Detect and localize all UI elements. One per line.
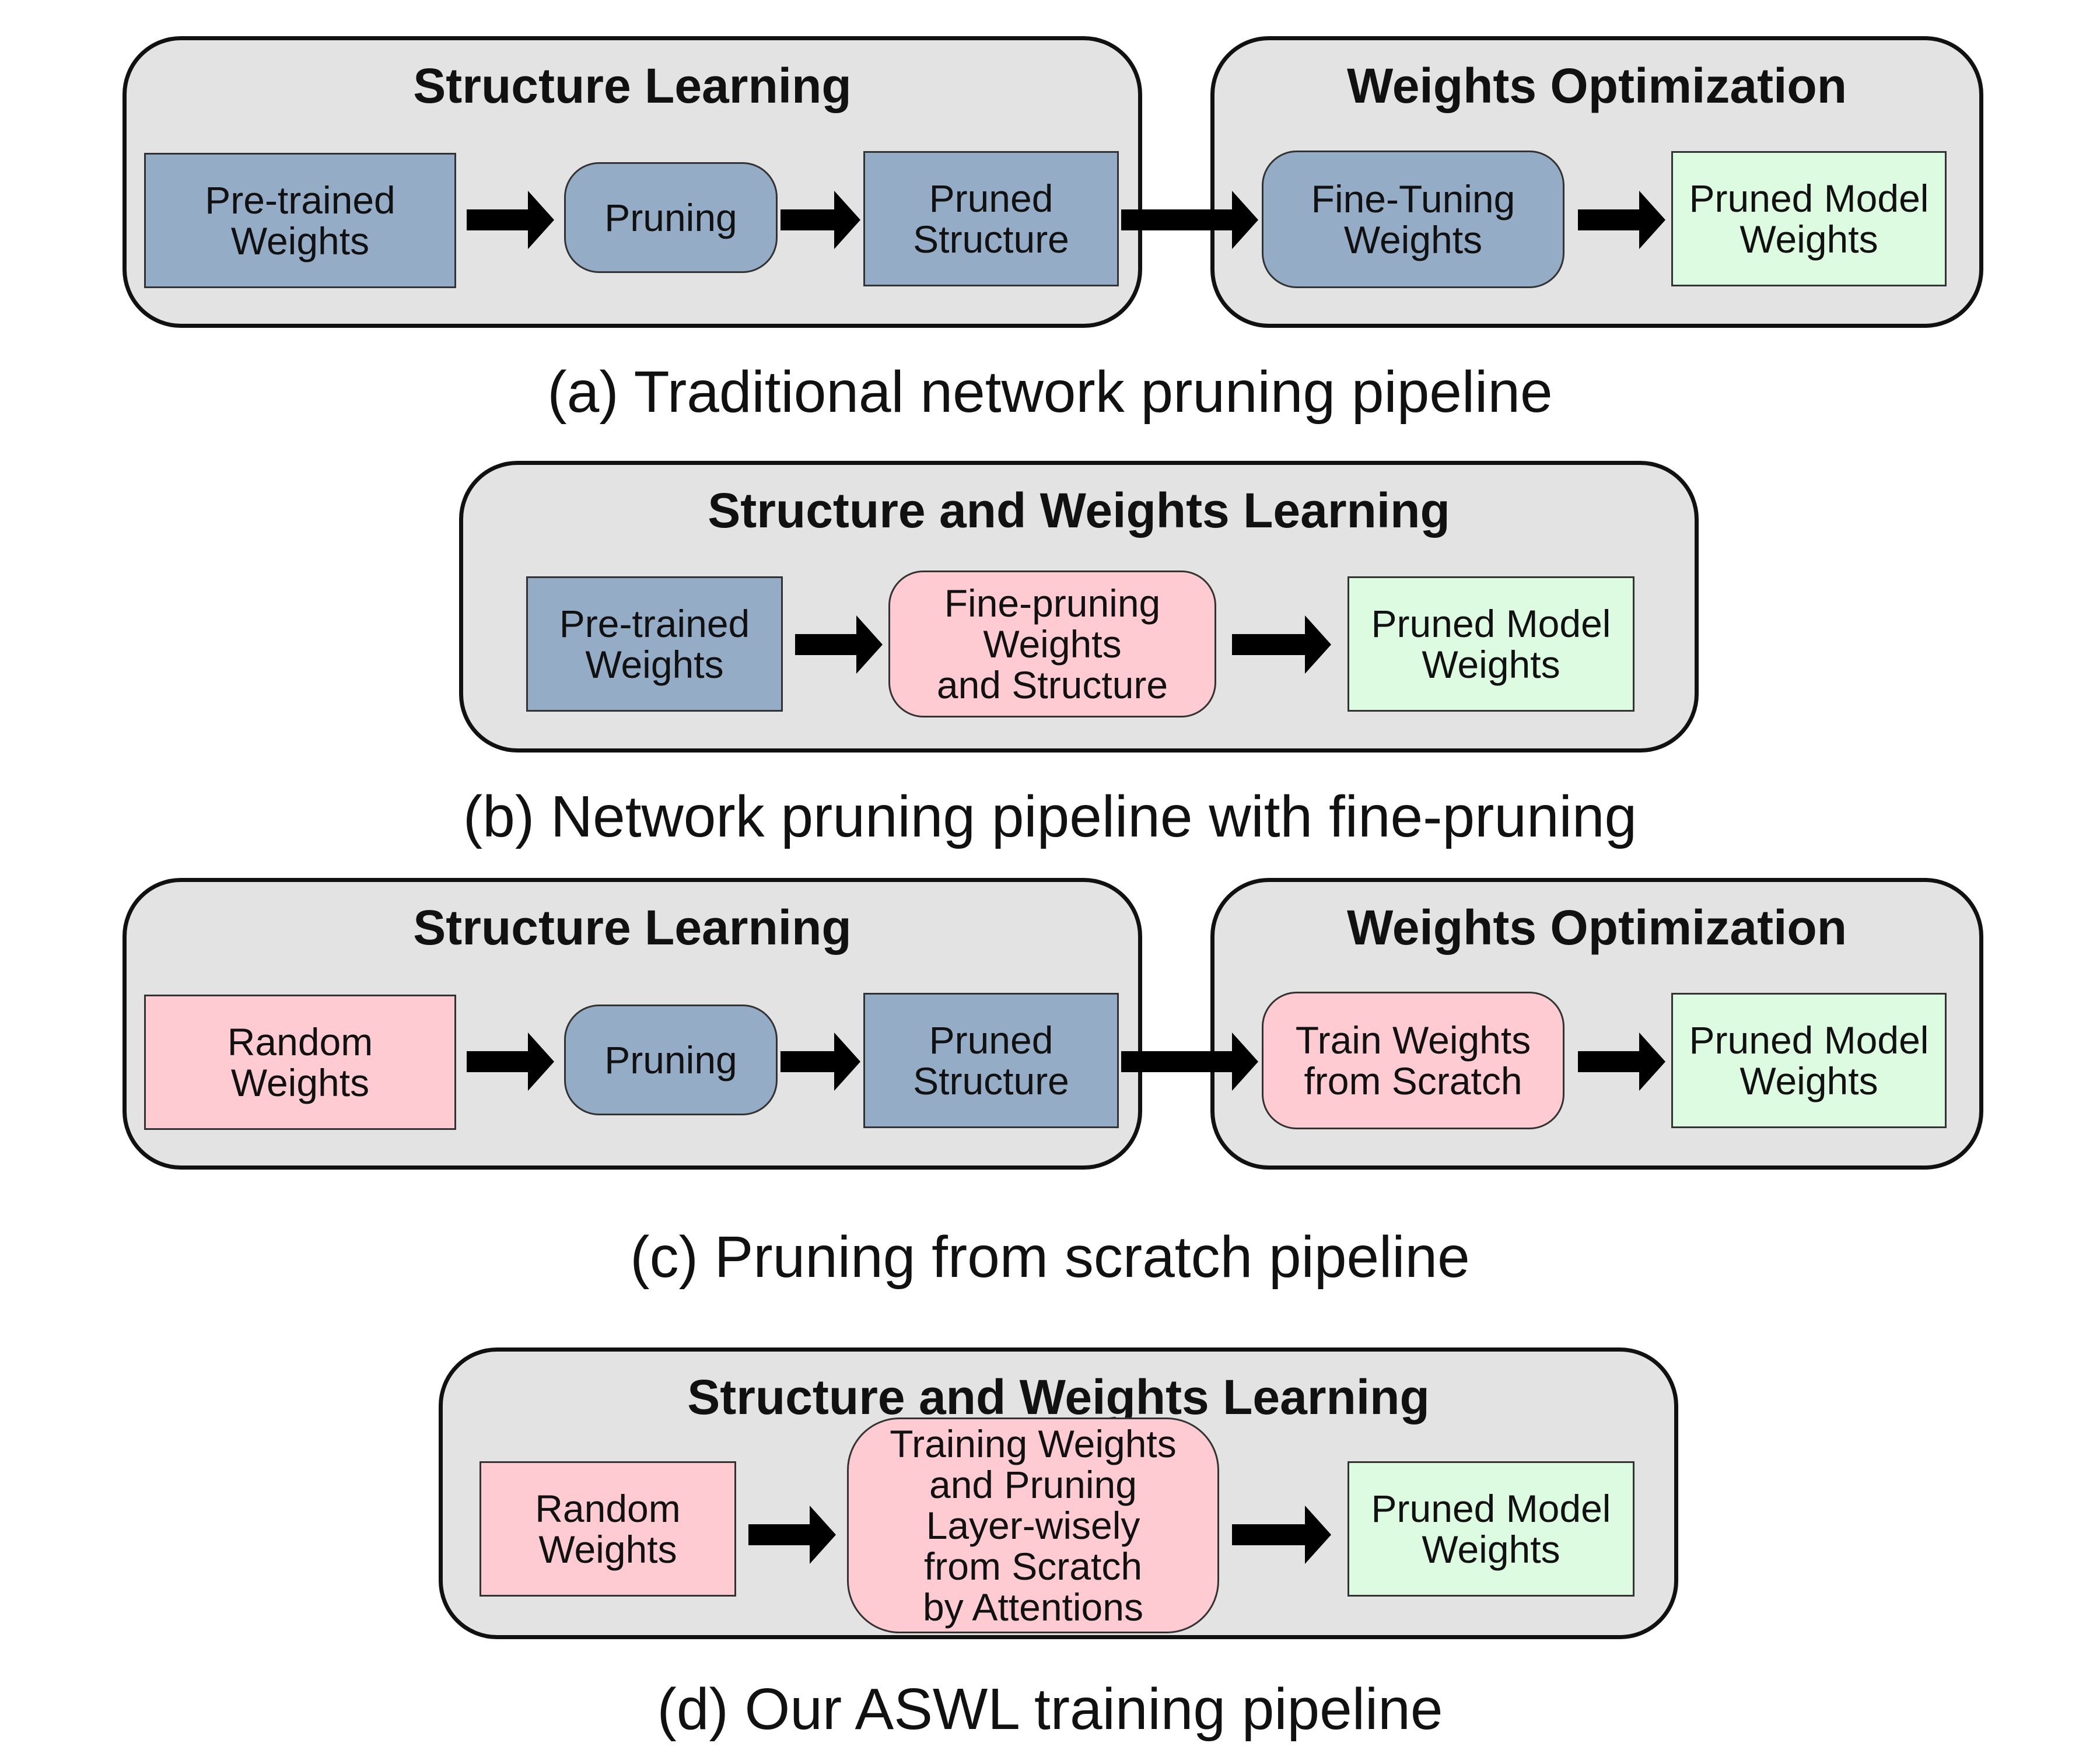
node-c-train-weights-from-scratch: Train Weights from Scratch (1262, 992, 1564, 1129)
arrow-right-icon (795, 615, 883, 674)
arrow-right-icon (467, 191, 554, 249)
panel-title: Structure Learning (413, 58, 852, 113)
node-d-pruned-model-weights: Pruned Model Weights (1348, 1461, 1634, 1597)
arrow-right-icon (1121, 191, 1258, 249)
node-a-pruning: Pruning (564, 162, 778, 273)
node-c-pruning: Pruning (564, 1005, 778, 1115)
node-b-pretrained-weights: Pre-trained Weights (526, 576, 783, 712)
caption-a: (a) Traditional network pruning pipeline (547, 359, 1553, 425)
arrow-right-icon (1232, 1506, 1331, 1564)
arrow-right-icon (748, 1506, 836, 1564)
node-c-random-weights: Random Weights (144, 995, 456, 1130)
panel-title: Structure Learning (413, 900, 852, 955)
caption-c: (c) Pruning from scratch pipeline (630, 1224, 1470, 1290)
panel-title: Structure and Weights Learning (708, 483, 1450, 538)
node-a-pruned-structure: Pruned Structure (863, 151, 1119, 286)
panel-title: Weights Optimization (1346, 58, 1847, 113)
arrow-right-icon (780, 191, 860, 249)
caption-d: (d) Our ASWL training pipeline (657, 1676, 1443, 1742)
arrow-right-icon (1232, 615, 1331, 674)
node-d-training-weights-and-pruning: Training Weights and Pruning Layer-wisel… (847, 1418, 1219, 1633)
node-a-pretrained-weights: Pre-trained Weights (144, 153, 456, 288)
node-c-pruned-structure: Pruned Structure (863, 993, 1119, 1128)
arrow-right-icon (467, 1032, 554, 1091)
arrow-right-icon (1578, 1032, 1665, 1091)
node-d-random-weights: Random Weights (480, 1461, 736, 1597)
node-c-pruned-model-weights: Pruned Model Weights (1671, 993, 1947, 1128)
panel-title: Structure and Weights Learning (687, 1370, 1430, 1424)
node-a-fine-tuning-weights: Fine-Tuning Weights (1262, 150, 1564, 288)
panel-title: Weights Optimization (1346, 900, 1847, 955)
arrow-right-icon (1578, 191, 1665, 249)
caption-b: (b) Network pruning pipeline with fine-p… (463, 784, 1637, 849)
arrow-right-icon (780, 1032, 860, 1091)
node-b-pruned-model-weights: Pruned Model Weights (1348, 576, 1634, 712)
node-b-fine-pruning: Fine-pruning Weights and Structure (888, 570, 1216, 718)
node-a-pruned-model-weights: Pruned Model Weights (1671, 151, 1947, 286)
arrow-right-icon (1121, 1032, 1258, 1091)
